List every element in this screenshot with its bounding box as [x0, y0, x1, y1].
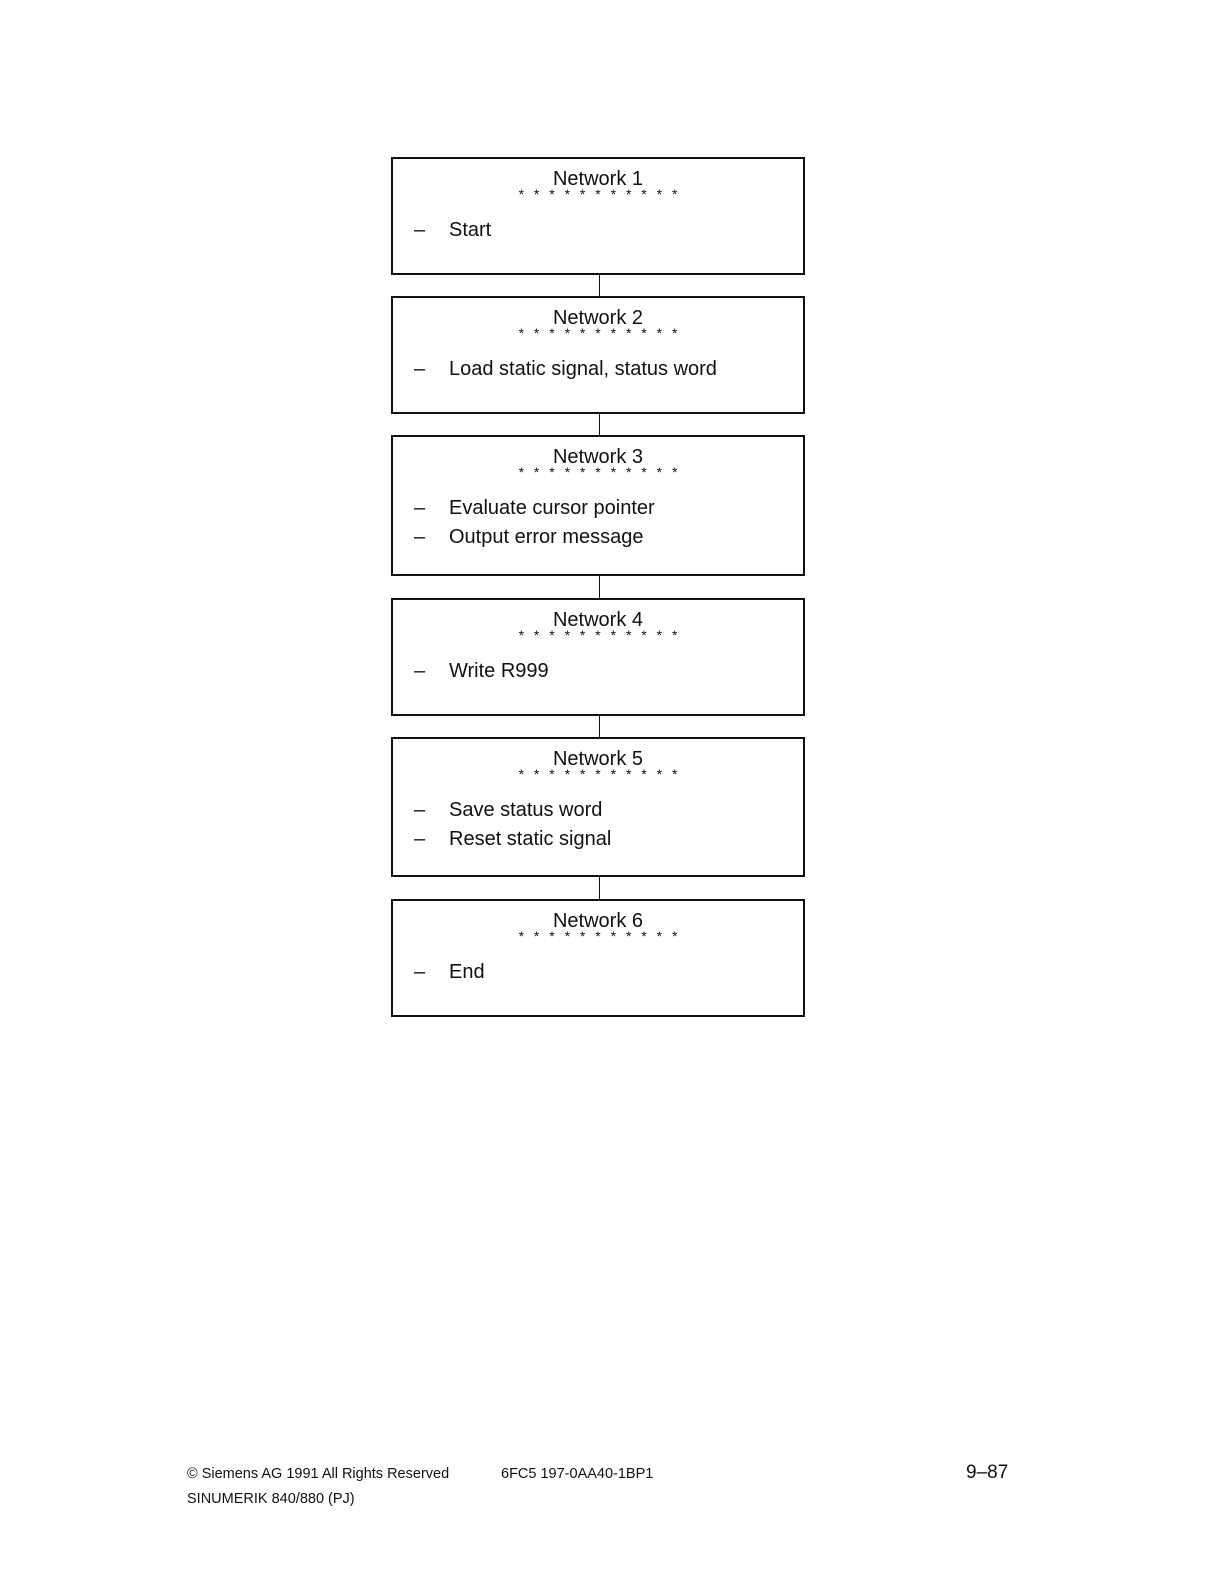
- network-item: – Write R999: [393, 658, 803, 684]
- network-title: Network 5: [552, 748, 644, 770]
- connector-1-2: [599, 275, 600, 297]
- item-text: End: [449, 961, 485, 983]
- item-dash: –: [414, 961, 426, 983]
- item-text: Load static signal, status word: [449, 358, 717, 380]
- network-stars: * * * * * * * * * * *: [518, 766, 681, 782]
- connector-3-4: [599, 576, 600, 599]
- network-stars: * * * * * * * * * * *: [518, 928, 681, 944]
- connector-2-3: [599, 414, 600, 436]
- connector-5-6: [599, 877, 600, 900]
- network-box-3: Network 3 * * * * * * * * * * * – Evalua…: [391, 435, 805, 576]
- network-item: – Save status word: [393, 797, 803, 823]
- connector-4-5: [599, 716, 600, 738]
- item-text: Reset static signal: [449, 828, 612, 850]
- network-title: Network 1: [552, 168, 644, 190]
- item-dash: –: [414, 799, 426, 821]
- network-box-2: Network 2 * * * * * * * * * * * – Load s…: [391, 296, 805, 414]
- item-text: Start: [449, 219, 492, 241]
- footer-copyright: © Siemens AG 1991 All Rights Reserved: [187, 1466, 450, 1482]
- network-box-6: Network 6 * * * * * * * * * * * – End: [391, 899, 805, 1017]
- network-title: Network 6: [552, 910, 644, 932]
- network-stars: * * * * * * * * * * *: [518, 627, 681, 643]
- network-stars: * * * * * * * * * * *: [518, 325, 681, 341]
- network-box-1: Network 1 * * * * * * * * * * * – Start: [391, 157, 805, 275]
- network-item: – Start: [393, 217, 803, 243]
- network-box-4: Network 4 * * * * * * * * * * * – Write …: [391, 598, 805, 716]
- network-stars: * * * * * * * * * * *: [518, 464, 681, 480]
- item-text: Save status word: [449, 799, 603, 821]
- network-title: Network 3: [552, 446, 644, 468]
- network-item: – Output error message: [393, 524, 803, 550]
- item-dash: –: [414, 497, 426, 519]
- item-text: Write R999: [449, 660, 549, 682]
- network-box-5: Network 5 * * * * * * * * * * * – Save s…: [391, 737, 805, 877]
- page-number: 9–87: [966, 1462, 1009, 1483]
- network-title: Network 4: [552, 609, 644, 631]
- network-title: Network 2: [552, 307, 644, 329]
- item-dash: –: [414, 526, 426, 548]
- item-dash: –: [414, 219, 426, 241]
- network-item: – End: [393, 959, 803, 985]
- network-stars: * * * * * * * * * * *: [518, 186, 681, 202]
- network-item: – Load static signal, status word: [393, 356, 803, 382]
- network-item: – Reset static signal: [393, 826, 803, 852]
- item-dash: –: [414, 358, 426, 380]
- item-dash: –: [414, 828, 426, 850]
- item-text: Output error message: [449, 526, 644, 548]
- item-dash: –: [414, 660, 426, 682]
- network-item: – Evaluate cursor pointer: [393, 495, 803, 521]
- footer-product: SINUMERIK 840/880 (PJ): [187, 1491, 355, 1507]
- item-text: Evaluate cursor pointer: [449, 497, 655, 519]
- footer-order-number: 6FC5 197-0AA40-1BP1: [501, 1466, 654, 1482]
